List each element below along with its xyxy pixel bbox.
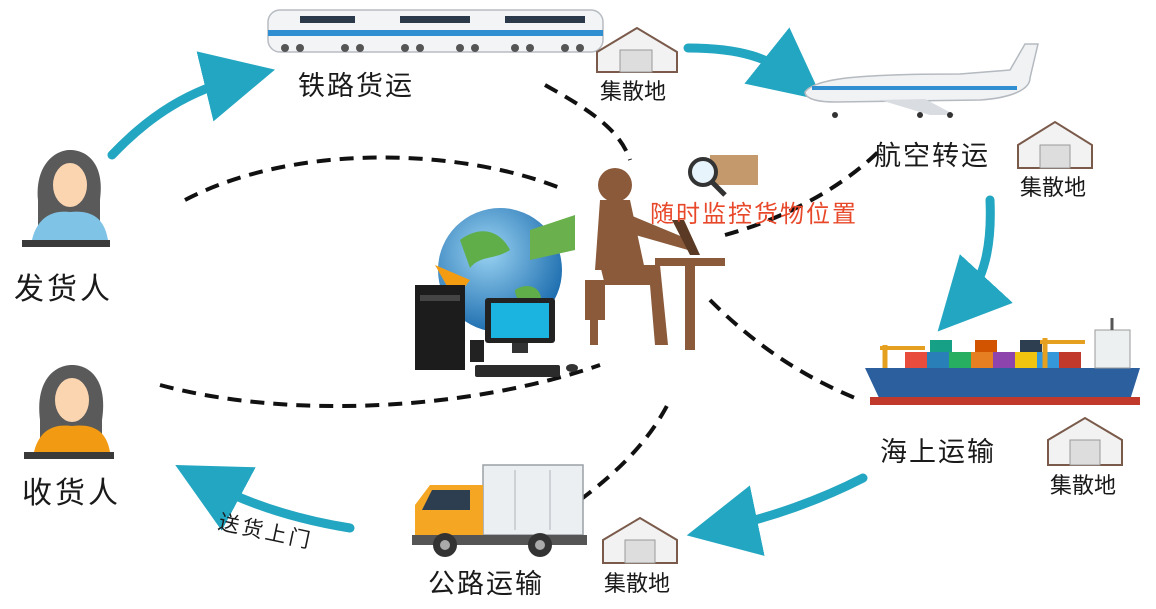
train-icon — [267, 9, 604, 53]
magnifier-icon — [688, 155, 758, 197]
depot-label-road: 集散地 — [604, 572, 671, 597]
warehouse-icon-sea — [1047, 416, 1123, 466]
arrow-sender-to-rail — [107, 51, 276, 160]
arrow-air-to-sea — [937, 195, 1013, 332]
sea-label: 海上运输 — [880, 437, 996, 468]
sender-label: 发货人 — [14, 272, 113, 307]
air-label: 航空转运 — [874, 141, 990, 172]
arrow-rail-to-air — [683, 27, 824, 101]
arrow-road-to-receiver — [175, 465, 355, 533]
rail-label: 铁路货运 — [298, 71, 414, 102]
depot-label-sea: 集散地 — [1050, 474, 1117, 499]
monitor-label: 随时监控货物位置 — [650, 200, 858, 228]
warehouse-icon-road — [602, 516, 678, 564]
warehouse-icon-rail — [596, 26, 678, 73]
receiver-label: 收货人 — [22, 476, 121, 511]
airplane-icon — [804, 43, 1039, 118]
cargo-ship-icon — [865, 318, 1140, 405]
truck-icon — [412, 464, 587, 557]
dashed-connections — [159, 83, 882, 502]
depot-label-rail: 集散地 — [600, 80, 667, 105]
arrow-sea-to-road — [686, 473, 868, 556]
depot-label-air: 集散地 — [1020, 176, 1087, 201]
computer-globe-icon — [415, 208, 578, 377]
operator-silhouette-icon — [585, 168, 725, 350]
warehouse-icon-air — [1017, 120, 1093, 169]
receiver-person-icon — [24, 365, 114, 459]
sender-person-icon — [22, 150, 110, 247]
road-label: 公路运输 — [428, 569, 544, 600]
flow-arrows — [107, 27, 1013, 556]
